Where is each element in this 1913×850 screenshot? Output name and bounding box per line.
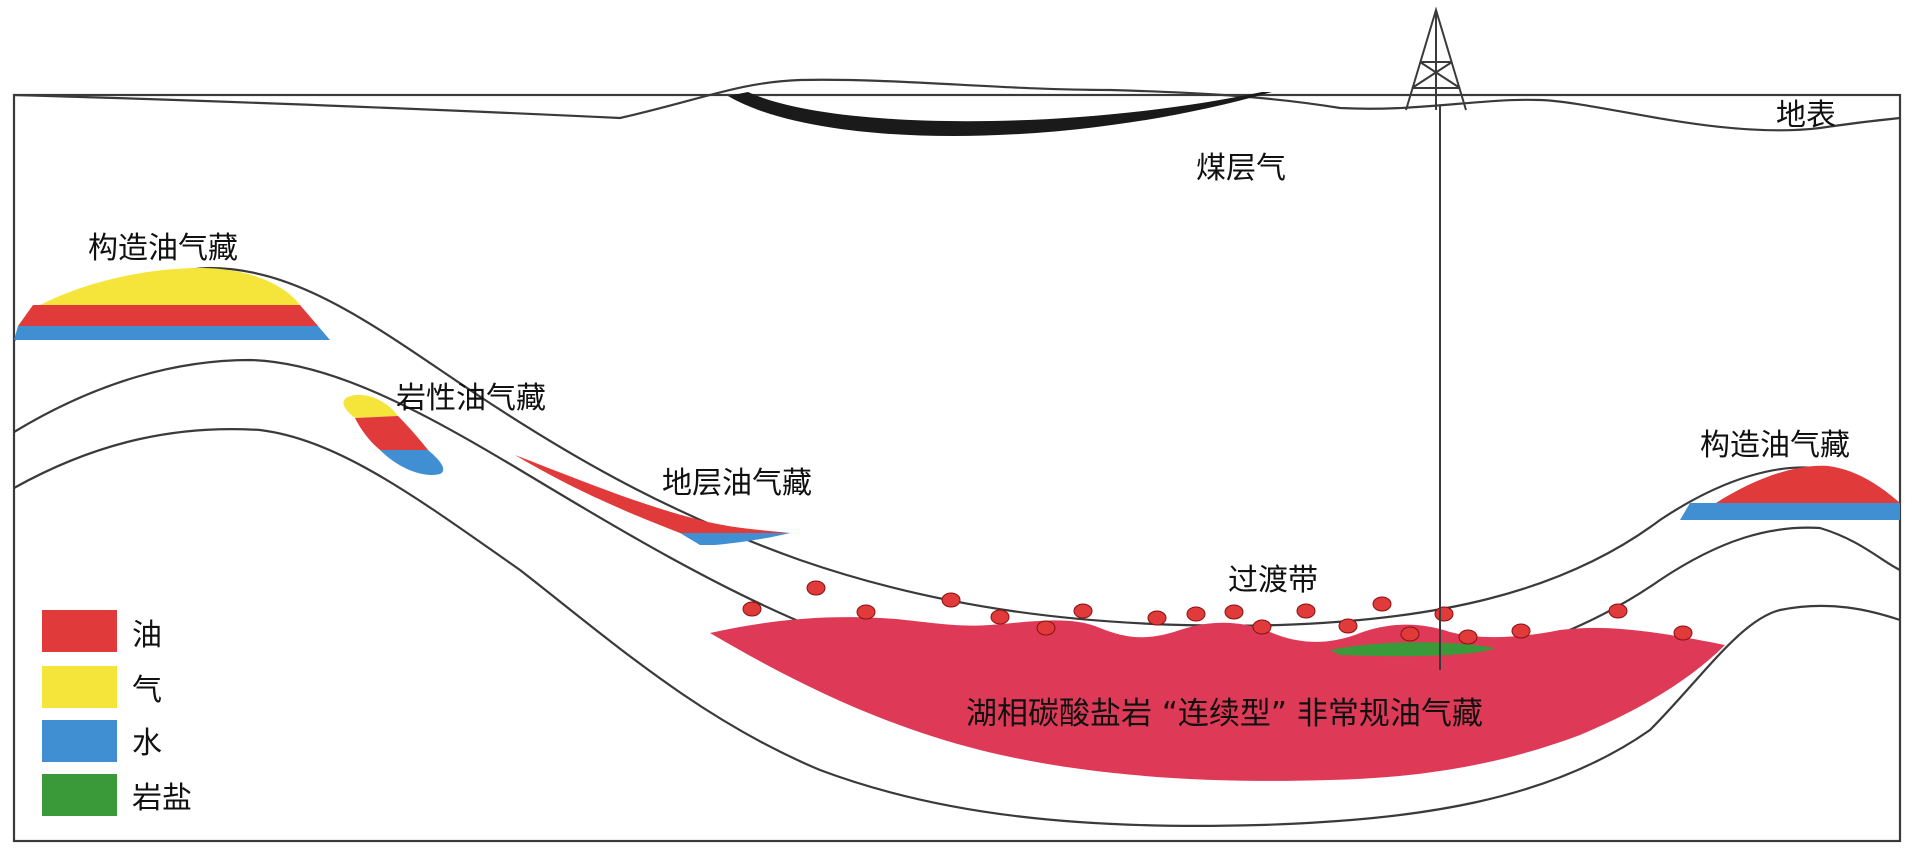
legend-swatch-water xyxy=(42,720,117,762)
transition-dot xyxy=(1296,603,1316,619)
water-wedge xyxy=(680,533,790,545)
transition-dot xyxy=(1372,596,1392,612)
transition-dot xyxy=(856,604,876,620)
label-stratigraphic: 地层油气藏 xyxy=(662,466,812,501)
transition-dot xyxy=(1458,629,1478,645)
transition-dot xyxy=(806,580,826,596)
stratum-line-1 xyxy=(13,266,1901,627)
water-band-right xyxy=(1680,503,1900,520)
label-structural-left: 构造油气藏 xyxy=(88,231,238,266)
salt-lens xyxy=(1330,642,1495,657)
transition-dot xyxy=(1147,610,1167,626)
label-structural-right: 构造油气藏 xyxy=(1700,428,1850,463)
legend-label-water: 水 xyxy=(132,726,162,761)
label-coalbed-gas: 煤层气 xyxy=(1196,151,1286,186)
continuous-reservoir-body xyxy=(710,617,1725,781)
drilling-rig xyxy=(1405,6,1467,670)
water-lens xyxy=(380,450,444,475)
oil-band-left xyxy=(18,305,318,326)
legend: 油 气 水 岩盐 xyxy=(42,610,192,816)
oil-cap-right xyxy=(1716,465,1900,503)
oil-wedge xyxy=(515,455,790,533)
label-surface: 地表 xyxy=(1776,98,1836,133)
transition-dot xyxy=(1400,626,1420,642)
coal-seam xyxy=(728,92,1272,137)
lithologic-reservoir xyxy=(343,394,444,475)
transition-dot xyxy=(742,601,762,617)
transition-dot xyxy=(1608,603,1628,619)
legend-swatch-oil xyxy=(42,610,117,652)
gas-cap-left xyxy=(40,268,300,305)
transition-dot xyxy=(990,609,1010,625)
derrick-brace xyxy=(1419,61,1461,89)
oil-lens xyxy=(355,416,428,450)
surface-line xyxy=(13,78,1901,132)
structural-reservoir-right xyxy=(1680,465,1900,520)
transition-dot xyxy=(1073,603,1093,619)
gas-lens xyxy=(343,394,398,418)
transition-dot xyxy=(1511,623,1531,639)
transition-dot xyxy=(1338,618,1358,634)
structural-reservoir-left xyxy=(14,268,330,340)
transition-dot xyxy=(1186,606,1206,622)
transition-zone-dots xyxy=(742,580,1693,645)
transition-dot xyxy=(1673,625,1693,641)
legend-label-oil: 油 xyxy=(132,618,162,653)
label-continuous-reservoir: 湖相碳酸盐岩 “连续型” 非常规油气藏 xyxy=(966,696,1483,732)
derrick-brace xyxy=(1411,61,1453,89)
legend-label-gas: 气 xyxy=(132,673,162,708)
transition-dot xyxy=(1434,606,1454,622)
transition-dot xyxy=(941,592,961,608)
stratum-line-3 xyxy=(13,427,1901,828)
label-transition-zone: 过渡带 xyxy=(1228,563,1318,598)
transition-dot xyxy=(1224,604,1244,620)
stratigraphic-reservoir xyxy=(515,455,790,545)
label-lithologic: 岩性油气藏 xyxy=(396,381,546,416)
legend-swatch-salt xyxy=(42,774,117,816)
legend-label-salt: 岩盐 xyxy=(132,781,192,816)
water-band-left xyxy=(14,326,330,340)
transition-dot xyxy=(1252,619,1272,635)
legend-swatch-gas xyxy=(42,666,117,708)
transition-dot xyxy=(1036,620,1056,636)
